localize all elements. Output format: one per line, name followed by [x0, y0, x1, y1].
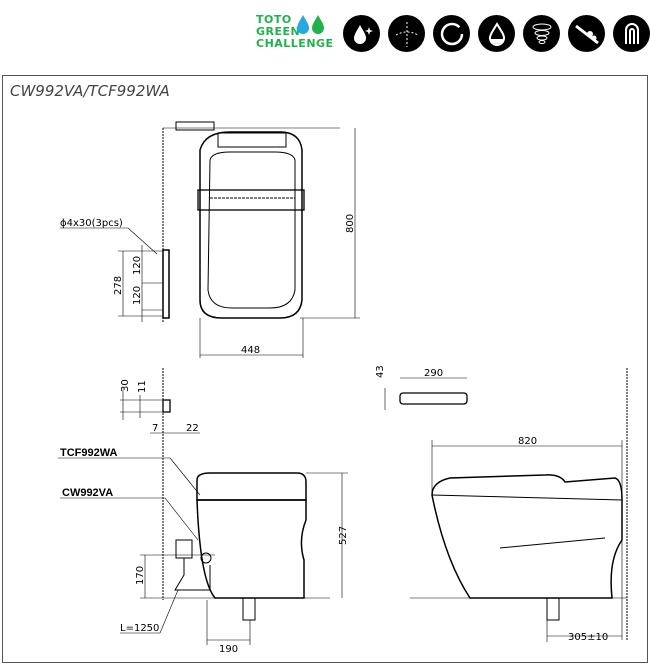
dim-800: 800 — [345, 214, 356, 233]
front-view — [60, 121, 360, 358]
drops-icon — [297, 15, 324, 34]
logo-line: CHALLENGE — [256, 37, 334, 50]
dim-30: 30 — [120, 379, 131, 392]
right-view — [384, 368, 628, 642]
tornado-flush-icon — [523, 15, 560, 52]
dim-22: 22 — [186, 423, 199, 434]
water-drop-icon — [478, 15, 515, 52]
water-sparkle-icon — [343, 15, 380, 52]
valve — [175, 121, 215, 131]
dim-170: 170 — [135, 566, 146, 585]
seat-label: TCF992WA — [60, 447, 118, 459]
side-view — [58, 368, 348, 645]
dim-820: 820 — [518, 436, 537, 447]
dim-screw: ϕ4x30(3pcs) — [60, 218, 123, 229]
dim-120: 120 — [132, 256, 143, 275]
dim-11: 11 — [137, 380, 148, 393]
dim-278: 278 — [113, 276, 124, 295]
spray-nozzle-icon — [388, 15, 425, 52]
glaze-surface-icon — [568, 15, 605, 52]
dim-448: 448 — [241, 345, 260, 356]
header: TOTO GREEN CHALLENGE — [0, 0, 650, 70]
toilet-front — [199, 131, 303, 319]
dim-120: 120 — [132, 286, 143, 305]
dim-305: 305±10 — [568, 632, 608, 643]
dim-290: 290 — [424, 368, 443, 379]
rotation-cycle-icon — [433, 15, 470, 52]
logo-line: TOTO — [256, 13, 292, 26]
logo-line: GREEN — [256, 25, 301, 38]
dim-7: 7 — [152, 423, 158, 434]
siphon-trap-icon — [613, 15, 650, 52]
model-title: CW992VA/TCF992WA — [10, 82, 170, 100]
toilet-body — [196, 499, 307, 599]
toto-green-challenge-logo: TOTO GREEN CHALLENGE — [256, 14, 334, 50]
cable-length: L=1250 — [120, 623, 159, 634]
wall-plate — [162, 249, 170, 319]
dim-190: 190 — [219, 644, 238, 655]
dim-43: 43 — [375, 365, 386, 378]
drawing-frame — [2, 75, 648, 663]
dim-527: 527 — [338, 526, 349, 545]
bowl-label: CW992VA — [62, 487, 113, 499]
remote-control — [399, 392, 468, 405]
